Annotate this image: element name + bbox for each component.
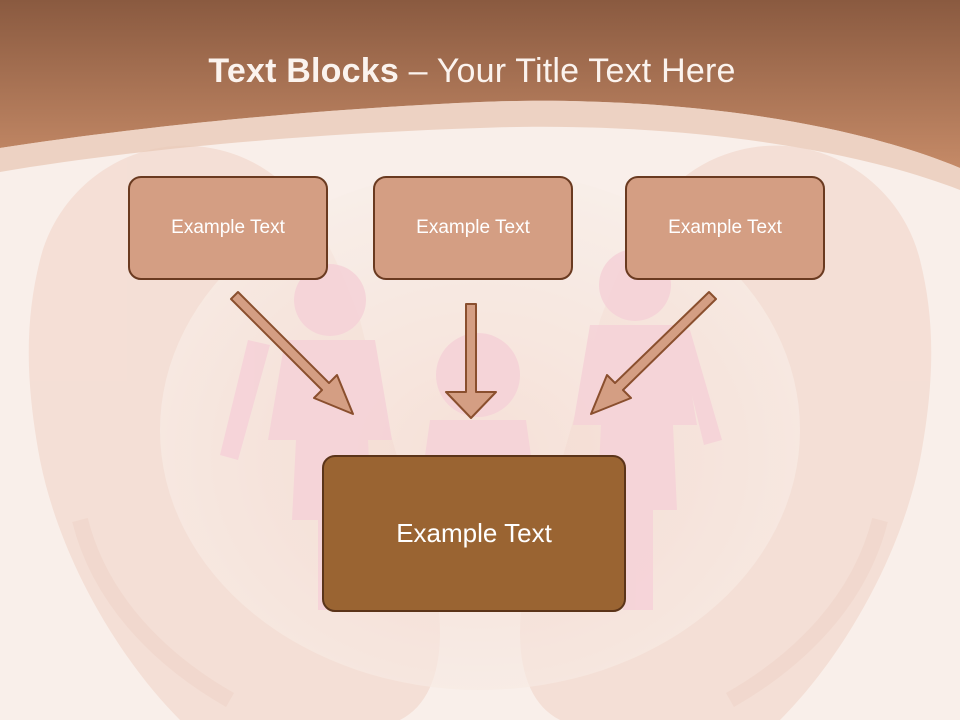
text-block-3[interactable]: Example Text (625, 176, 825, 280)
text-block-2[interactable]: Example Text (373, 176, 573, 280)
title-separator: – (398, 52, 437, 90)
title-rest: Your Title Text Here (436, 52, 736, 90)
text-block-1[interactable]: Example Text (128, 176, 328, 280)
header-band (0, 0, 960, 190)
title-bold: Text Blocks (208, 52, 399, 90)
text-block-main[interactable]: Example Text (322, 455, 626, 612)
slide-title: Text Blocks – Your Title Text Here (0, 52, 944, 91)
